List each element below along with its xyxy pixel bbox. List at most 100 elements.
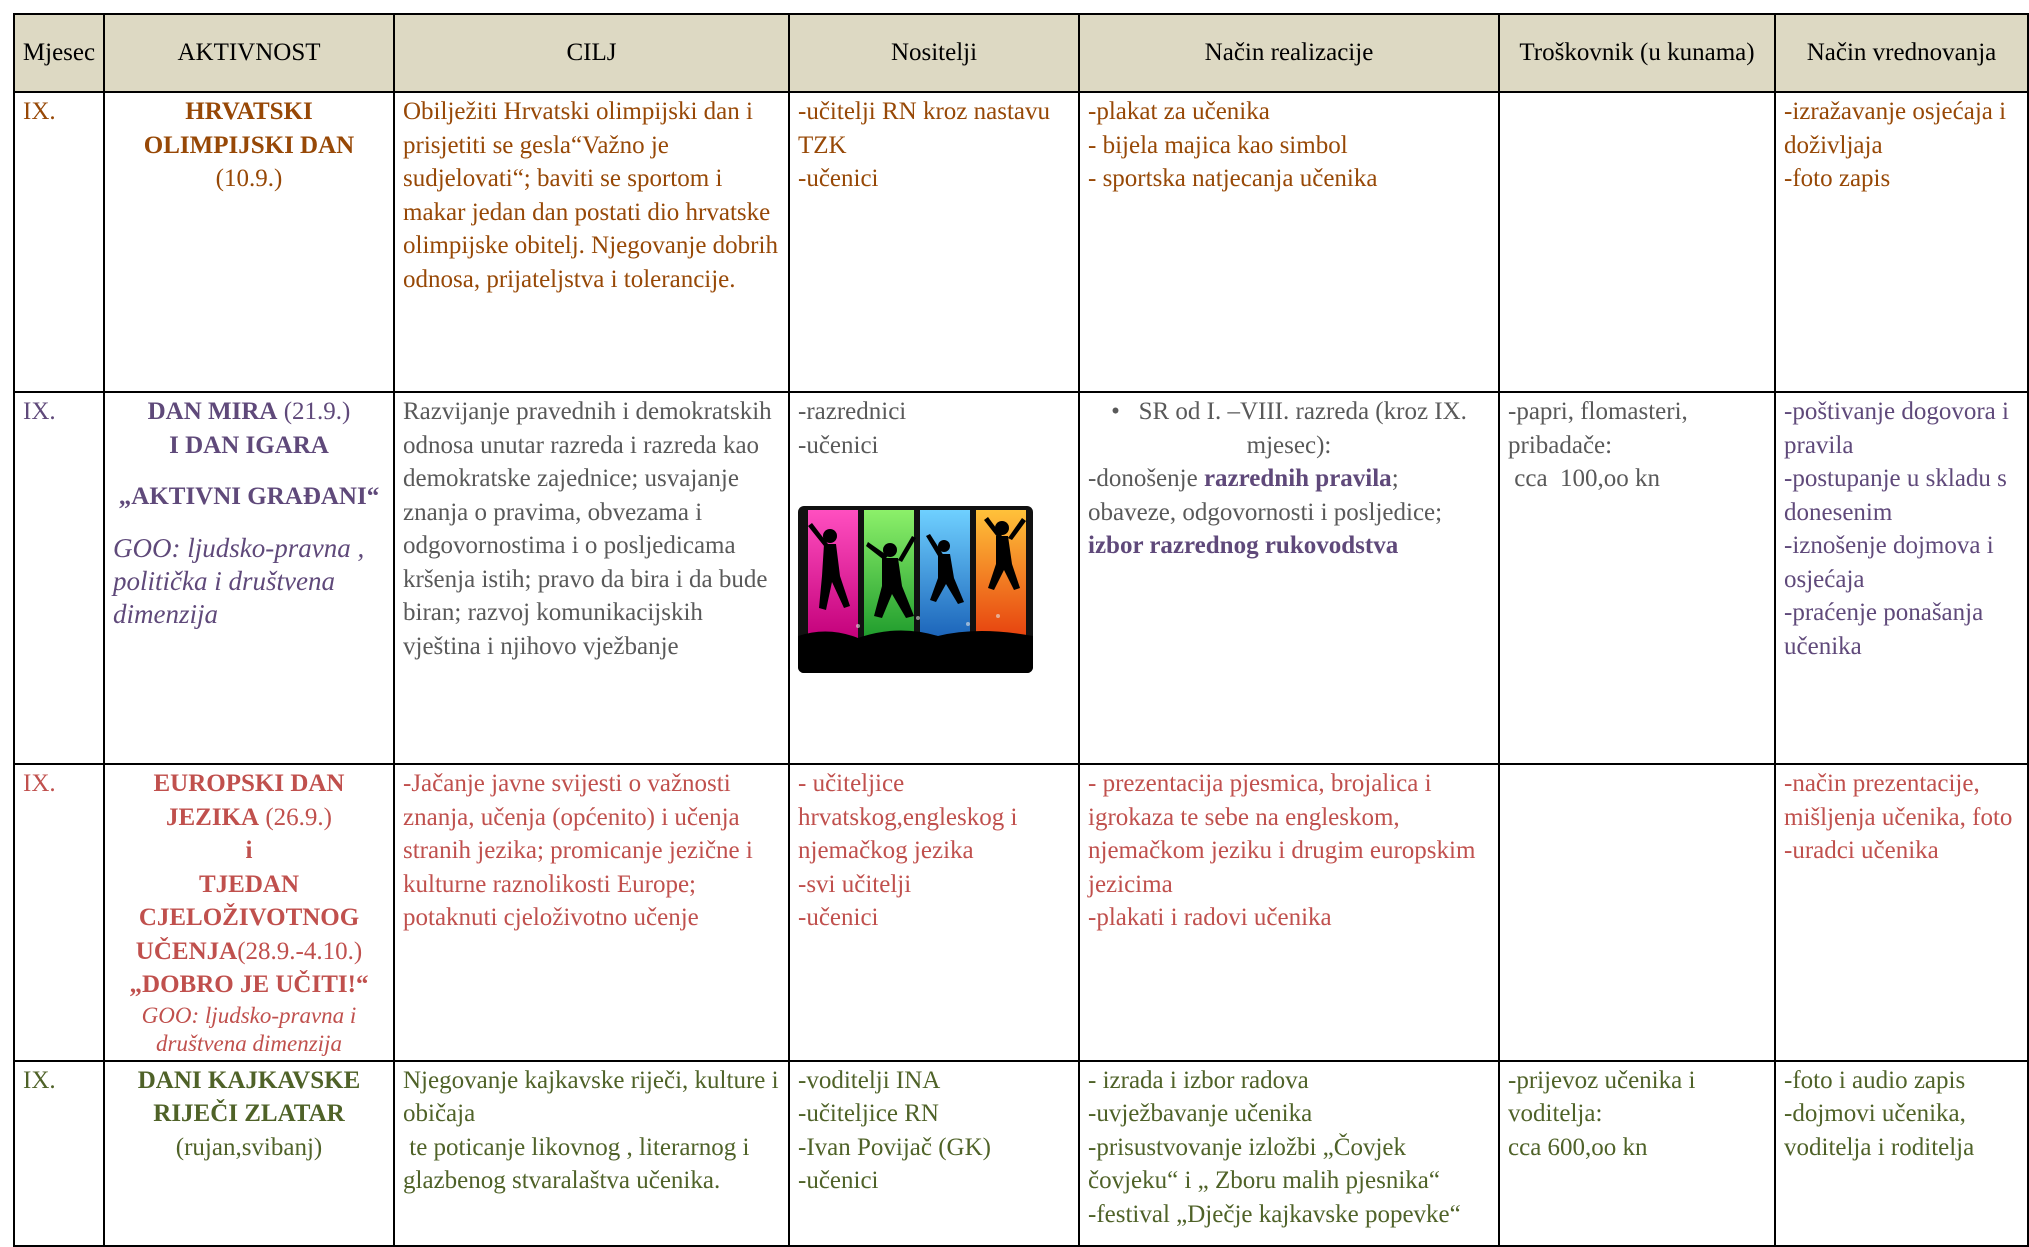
goal-text: te poticanje likovnog , literarnog i gla… xyxy=(403,1133,756,1195)
activity-date: (26.9.) xyxy=(259,803,332,831)
cost-item: -papri, flomasteri, pribadače: xyxy=(1508,398,1688,459)
row-goal: Obilježiti Hrvatski olimpijski dan i pri… xyxy=(393,91,790,393)
row-evaluation: -foto i audio zapis -dojmovi učenika, vo… xyxy=(1774,1059,2029,1247)
row-evaluation: -način prezentacije, mišljenja učenika, … xyxy=(1774,763,2029,1062)
activity-title: TJEDAN CJELOŽIVOTNOG UČENJA xyxy=(135,870,360,965)
row-cost: -prijevoz učenika i voditelja: cca 600,o… xyxy=(1498,1059,1776,1247)
method-text-emphasis: razrednih pravila xyxy=(1203,465,1392,492)
row-carriers: -voditelji INA -učiteljice RN -Ivan Povi… xyxy=(788,1059,1080,1247)
bullet-icon: • xyxy=(1111,398,1139,425)
evaluation-item: -uradci učenika xyxy=(1784,837,1939,864)
dancing-silhouettes-graphic xyxy=(798,506,1033,673)
activity-motto: „DOBRO JE UČITI!“ xyxy=(129,971,369,998)
row-month: IX. xyxy=(13,391,105,765)
activity-date: (21.9.) xyxy=(277,398,351,425)
row-goal: Razvijanje pravednih i demokratskih odno… xyxy=(393,391,790,765)
activity-goo: GOO: ljudsko-pravna i društvena dimenzij… xyxy=(141,1002,357,1056)
method-item: -plakat za učenika xyxy=(1088,98,1270,125)
row-method: • SR od I. –VIII. razreda (kroz IX. mjes… xyxy=(1078,391,1500,765)
method-text-part: -donošenje xyxy=(1088,465,1204,492)
row-month: IX. xyxy=(13,1059,105,1247)
table-row: IX. HRVATSKI OLIMPIJSKI DAN (10.9.) Obil… xyxy=(13,91,2029,393)
row-carriers: -učitelji RN kroz nastavu TZK -učenici xyxy=(788,91,1080,393)
evaluation-item: -poštivanje dogovora i pravila xyxy=(1784,398,2009,459)
row-activity: HRVATSKI OLIMPIJSKI DAN (10.9.) xyxy=(103,91,395,393)
row-activity: DAN MIRA (21.9.) I DAN IGARA „AKTIVNI GR… xyxy=(103,391,395,765)
header-evaluation: Način vrednovanja xyxy=(1774,13,2029,93)
row-cost xyxy=(1498,763,1776,1062)
activity-title: DANI KAJKAVSKE RIJEČI ZLATAR xyxy=(137,1066,361,1128)
carrier-item: -razrednici xyxy=(798,398,907,425)
carrier-item: -Ivan Povijač (GK) xyxy=(798,1133,991,1161)
goal-text: Njegovanje kajkavske riječi, kulture i o… xyxy=(403,1066,779,1128)
row-cost: -papri, flomasteri, pribadače: cca 100,o… xyxy=(1498,391,1776,765)
row-evaluation: -izražavanje osjećaja i doživljaja -foto… xyxy=(1774,91,2029,393)
row-goal: Njegovanje kajkavske riječi, kulture i o… xyxy=(393,1059,790,1247)
evaluation-item: -iznošenje dojmova i osjećaja xyxy=(1784,532,1994,593)
method-text-part: ; obaveze, odgovornosti i posljedice; xyxy=(1088,465,1443,526)
row-activity: EUROPSKI DAN JEZIKA (26.9.) i TJEDAN CJE… xyxy=(103,763,395,1062)
evaluation-item: -foto i audio zapis xyxy=(1784,1066,1966,1094)
method-bullet-text: SR od I. –VIII. razreda (kroz IX. mjesec… xyxy=(1138,398,1467,459)
carrier-item: -učiteljice RN xyxy=(798,1100,939,1127)
activity-subtitle: I DAN IGARA xyxy=(169,431,329,459)
activity-title: DAN MIRA xyxy=(147,398,278,425)
header-row: Mjesec AKTIVNOST CILJ Nositelji Način re… xyxy=(13,13,2029,93)
cost-item: -prijevoz učenika i voditelja: xyxy=(1508,1066,1696,1128)
method-item: -prisustvovanje izložbi „Čovjek čovjeku“… xyxy=(1088,1133,1440,1195)
method-item: - bijela majica kao simbol xyxy=(1088,131,1348,159)
row-method: - izrada i izbor radova -uvježbavanje uč… xyxy=(1078,1059,1500,1247)
row-carriers: - učiteljice hrvatskog,engleskog i njema… xyxy=(788,763,1080,1062)
evaluation-item: -postupanje u skladu s donesenim xyxy=(1784,465,2007,526)
row-goal: -Jačanje javne svijesti o važnosti znanj… xyxy=(393,763,790,1062)
activity-motto: „AKTIVNI GRAĐANI“ xyxy=(118,483,380,510)
carrier-item: -učenici xyxy=(798,904,879,931)
row-activity: DANI KAJKAVSKE RIJEČI ZLATAR (rujan,svib… xyxy=(103,1059,395,1247)
cost-item: cca 600,oo kn xyxy=(1508,1133,1648,1161)
row-cost xyxy=(1498,91,1776,393)
row-evaluation: -poštivanje dogovora i pravila -postupan… xyxy=(1774,391,2029,765)
carrier-item: -učenici xyxy=(798,165,879,192)
activity-plan-table: Mjesec AKTIVNOST CILJ Nositelji Način re… xyxy=(13,13,2029,1247)
header-method: Način realizacije xyxy=(1078,13,1500,93)
carrier-item: -učenici xyxy=(798,431,879,459)
table-row: IX. EUROPSKI DAN JEZIKA (26.9.) i TJEDAN… xyxy=(13,763,2029,1062)
dancing-silhouettes-image xyxy=(798,506,1033,673)
evaluation-item: -dojmovi učenika, voditelja i roditelja xyxy=(1784,1100,1975,1161)
header-goal: CILJ xyxy=(393,13,790,93)
method-text-emphasis: izbor razrednog rukovodstva xyxy=(1088,532,1399,559)
method-item: - sportska natjecanja učenika xyxy=(1088,165,1378,192)
carrier-item: - učiteljice hrvatskog,engleskog i njema… xyxy=(798,770,1018,864)
row-month: IX. xyxy=(13,763,105,1062)
activity-date: (10.9.) xyxy=(215,165,283,192)
header-activity: AKTIVNOST xyxy=(103,13,395,93)
cost-item: cca 100,oo kn xyxy=(1508,465,1661,492)
carrier-item: -učitelji RN kroz nastavu TZK xyxy=(798,98,1051,159)
header-cost: Troškovnik (u kunama) xyxy=(1498,13,1776,93)
activity-title: EUROPSKI DAN JEZIKA xyxy=(153,770,345,831)
activity-date: (rujan,svibanj) xyxy=(175,1133,323,1161)
table-row: IX. DAN MIRA (21.9.) I DAN IGARA „AKTIVN… xyxy=(13,391,2029,765)
carrier-item: -svi učitelji xyxy=(798,870,912,898)
carrier-item: -voditelji INA xyxy=(798,1066,941,1094)
evaluation-item: -način prezentacije, mišljenja učenika, … xyxy=(1784,770,2013,831)
row-method: - prezentacija pjesmica, brojalica i igr… xyxy=(1078,763,1500,1062)
method-item: -festival „Dječje kajkavske popevke“ xyxy=(1088,1200,1461,1228)
activity-date: (28.9.-4.10.) xyxy=(237,937,363,965)
table-row: IX. DANI KAJKAVSKE RIJEČI ZLATAR (rujan,… xyxy=(13,1059,2029,1247)
carrier-item: -učenici xyxy=(798,1167,879,1194)
row-carriers: -razrednici -učenici xyxy=(788,391,1080,765)
row-method: -plakat za učenika - bijela majica kao s… xyxy=(1078,91,1500,393)
activity-title: HRVATSKI OLIMPIJSKI DAN xyxy=(143,98,355,159)
method-item: -uvježbavanje učenika xyxy=(1088,1100,1313,1127)
method-text: -donošenje razrednih pravila; obaveze, o… xyxy=(1088,462,1490,563)
method-bullet-item: • SR od I. –VIII. razreda (kroz IX. mjes… xyxy=(1088,395,1490,462)
method-item: - izrada i izbor radova xyxy=(1088,1066,1309,1094)
evaluation-item: -praćenje ponašanja učenika xyxy=(1784,599,1984,660)
activity-conjunction: i xyxy=(245,837,253,864)
method-item: - prezentacija pjesmica, brojalica i igr… xyxy=(1088,770,1476,898)
row-month: IX. xyxy=(13,91,105,393)
activity-goo: GOO: ljudsko-pravna , politička i društv… xyxy=(113,532,365,629)
header-month: Mjesec xyxy=(13,13,105,93)
evaluation-item: -izražavanje osjećaja i doživljaja xyxy=(1784,98,2007,159)
